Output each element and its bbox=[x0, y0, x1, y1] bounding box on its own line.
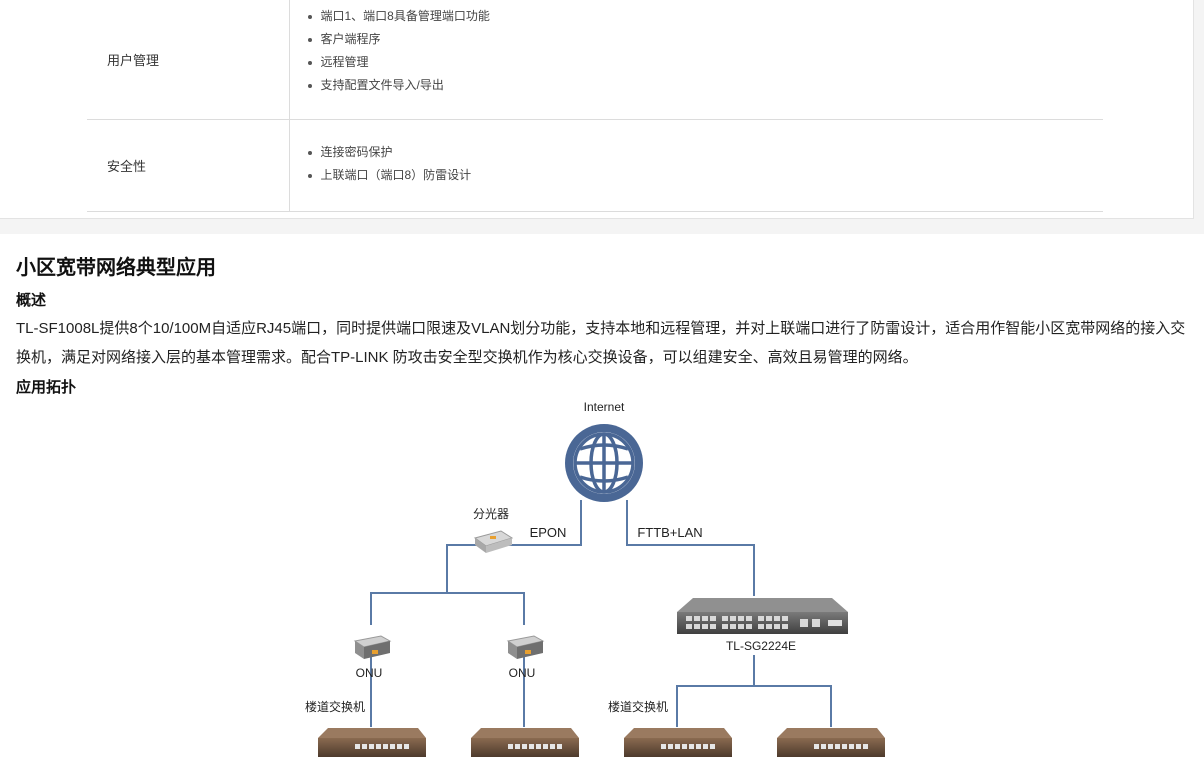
splitter-device-icon bbox=[473, 530, 514, 553]
onu-device-icon bbox=[353, 635, 392, 659]
spec-row-user-management: 用户管理 端口1、端口8具备管理端口功能 客户端程序 远程管理 支持配置文件导入… bbox=[87, 0, 1103, 120]
building-switch-icon bbox=[471, 728, 579, 757]
spec-item: 连接密码保护 bbox=[307, 141, 1103, 164]
spec-card: 用户管理 端口1、端口8具备管理端口功能 客户端程序 远程管理 支持配置文件导入… bbox=[0, 0, 1194, 219]
spec-item: 上联端口（端口8）防雷设计 bbox=[307, 164, 1103, 187]
page-gutter bbox=[1194, 0, 1204, 234]
overview-text: TL-SF1008L提供8个10/100M自适应RJ45端口，同时提供端口限速及… bbox=[16, 320, 1186, 366]
core-building-links bbox=[676, 685, 832, 727]
section-divider bbox=[0, 219, 1204, 234]
building-switch-label: 楼道交换机 bbox=[305, 699, 365, 714]
building-switch-icon bbox=[777, 728, 885, 757]
building-switch-label: 楼道交换机 bbox=[608, 699, 668, 714]
spec-row-values: 端口1、端口8具备管理端口功能 客户端程序 远程管理 支持配置文件导入/导出 bbox=[289, 0, 1103, 120]
section-title: 小区宽带网络典型应用 bbox=[16, 257, 216, 279]
overview-heading: 概述 bbox=[16, 292, 47, 309]
building-switch-icon bbox=[318, 728, 426, 757]
topology-diagram: Internet 分光器 EPON FTTB+LAN ONU ONU bbox=[305, 400, 885, 757]
spec-table: 用户管理 端口1、端口8具备管理端口功能 客户端程序 远程管理 支持配置文件导入… bbox=[87, 0, 1103, 212]
splitter-onu-links bbox=[370, 592, 525, 625]
fttb-link bbox=[626, 500, 755, 596]
building-switch-icon bbox=[624, 728, 732, 757]
onu-label: ONU bbox=[356, 666, 383, 680]
splitter-label: 分光器 bbox=[473, 507, 509, 521]
spec-item: 端口1、端口8具备管理端口功能 bbox=[307, 5, 1103, 28]
spec-row-name: 安全性 bbox=[87, 119, 290, 212]
spec-item: 远程管理 bbox=[307, 51, 1103, 74]
spec-row-name: 用户管理 bbox=[87, 0, 290, 120]
fttb-label: FTTB+LAN bbox=[637, 525, 702, 540]
onu-label: ONU bbox=[509, 666, 536, 680]
spec-item: 支持配置文件导入/导出 bbox=[307, 74, 1103, 97]
epon-link bbox=[446, 500, 582, 553]
core-switch-icon bbox=[677, 598, 848, 634]
core-switch-label: TL-SG2224E bbox=[726, 639, 796, 653]
spec-item: 客户端程序 bbox=[307, 28, 1103, 51]
internet-label: Internet bbox=[584, 400, 625, 414]
onu-device-icon bbox=[506, 635, 545, 659]
spec-item-list: 端口1、端口8具备管理端口功能 客户端程序 远程管理 支持配置文件导入/导出 bbox=[291, 5, 1103, 97]
epon-label: EPON bbox=[530, 525, 567, 540]
topology-heading: 应用拓扑 bbox=[16, 379, 77, 396]
connection-lines bbox=[370, 500, 832, 727]
spec-row-values: 连接密码保护 上联端口（端口8）防雷设计 bbox=[289, 119, 1103, 212]
internet-globe-icon bbox=[565, 424, 643, 502]
spec-item-list: 连接密码保护 上联端口（端口8）防雷设计 bbox=[291, 141, 1103, 187]
spec-row-security: 安全性 连接密码保护 上联端口（端口8）防雷设计 bbox=[87, 119, 1103, 212]
